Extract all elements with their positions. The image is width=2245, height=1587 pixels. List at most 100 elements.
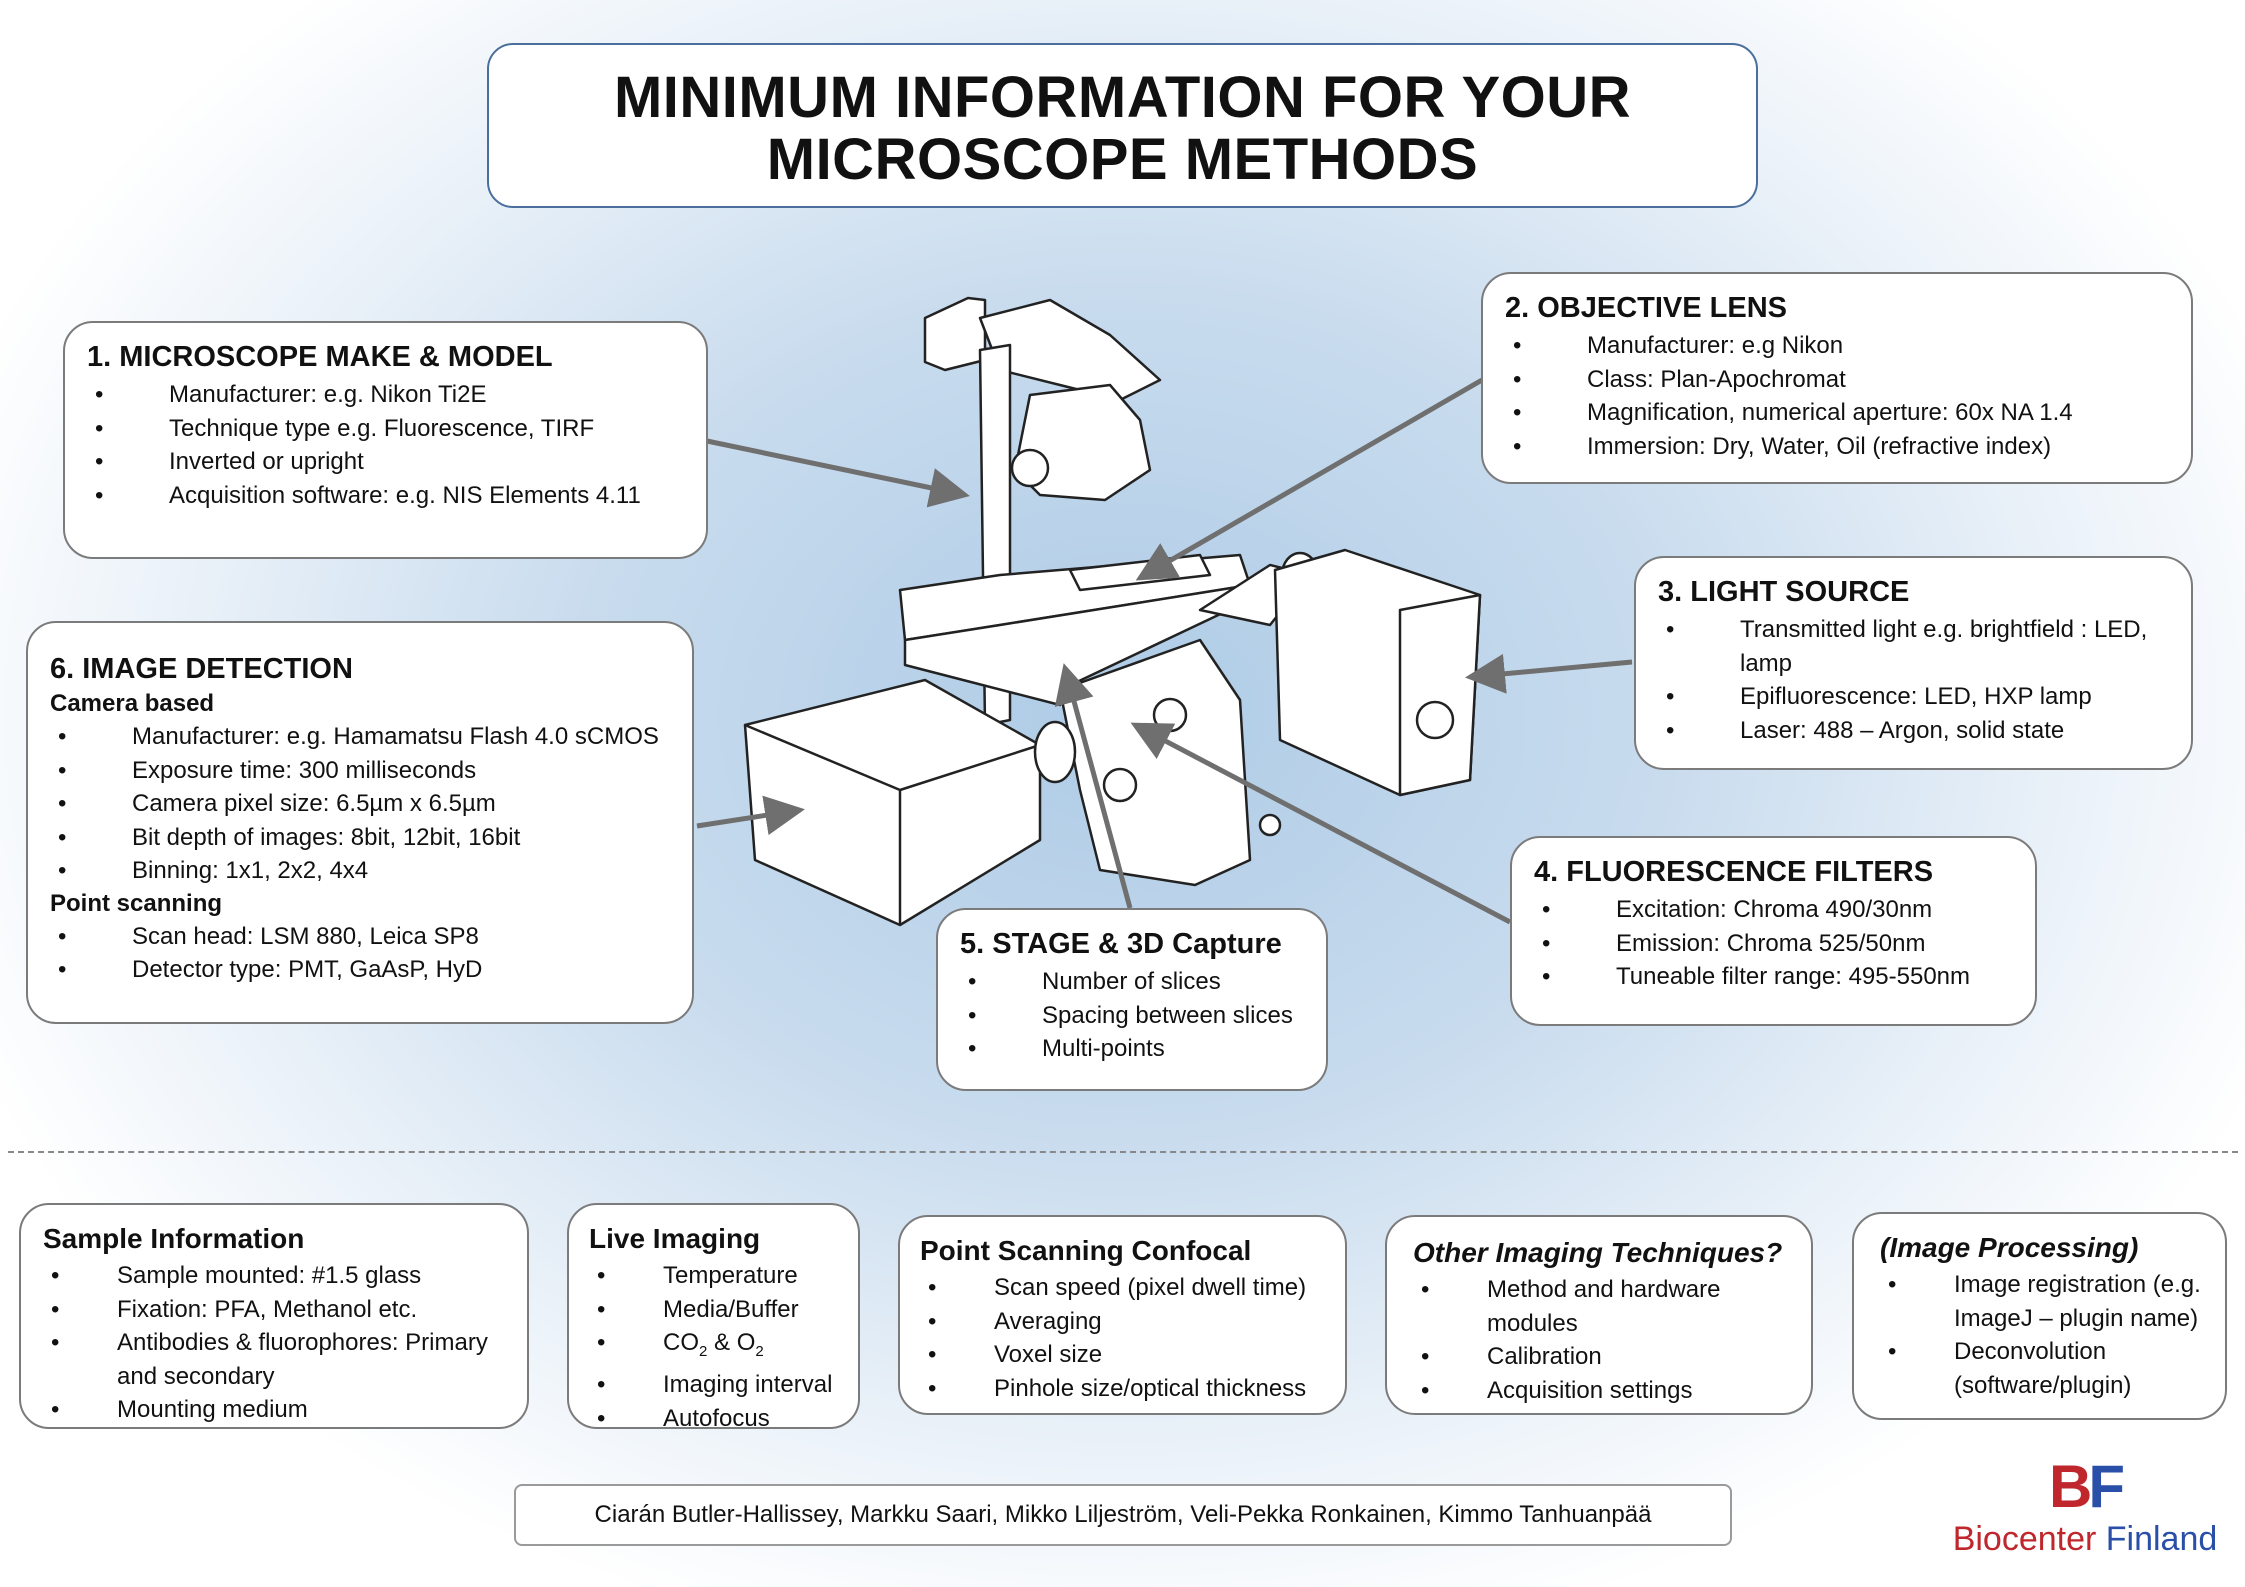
filters-list: Excitation: Chroma 490/30nm Emission: Ch…: [1534, 893, 2013, 994]
list-item: Temperature: [589, 1259, 836, 1293]
list-item: Media/Buffer: [589, 1293, 836, 1327]
live-imaging-box: Live Imaging Temperature Media/Buffer CO…: [567, 1203, 860, 1435]
list-item: Immersion: Dry, Water, Oil (refractive i…: [1505, 430, 2169, 464]
list-item: Acquisition settings: [1413, 1374, 1789, 1408]
list-item: Bit depth of images: 8bit, 12bit, 16bit: [50, 821, 670, 855]
lamp-house-side: [1398, 593, 1482, 797]
list-item: Class: Plan-Apochromat: [1505, 363, 2169, 397]
title-line-1: MINIMUM INFORMATION FOR YOUR: [613, 65, 1632, 130]
list-item: Imaging interval: [589, 1368, 836, 1402]
title-box: MINIMUM INFORMATION FOR YOUR MICROSCOPE …: [487, 43, 1758, 208]
list-item: Exposure time: 300 milliseconds: [50, 754, 670, 788]
objective-list: Manufacturer: e.g Nikon Class: Plan-Apoc…: [1505, 329, 2169, 463]
focus-knob-2: [1152, 697, 1188, 733]
other-techniques-list: Method and hardware modules Calibration …: [1413, 1273, 1789, 1407]
light-source-box: 3. LIGHT SOURCE Transmitted light e.g. b…: [1634, 556, 2193, 770]
list-item: Transmitted light e.g. brightfield : LED…: [1658, 613, 2177, 680]
image-processing-list: Image registration (e.g. ImageJ – plugin…: [1880, 1268, 2213, 1402]
list-item: Scan speed (pixel dwell time): [920, 1271, 1323, 1305]
detection-heading: 6. IMAGE DETECTION: [50, 653, 353, 685]
list-item: Excitation: Chroma 490/30nm: [1534, 893, 2013, 927]
list-item: Spacing between slices: [960, 999, 1304, 1033]
list-item-gases: CO2 & O2: [589, 1326, 836, 1368]
arrow-stage: [1054, 663, 1133, 909]
make-model-list: Manufacturer: e.g. Nikon Ti2E Technique …: [87, 378, 684, 512]
filters-box: 4. FLUORESCENCE FILTERS Excitation: Chro…: [1510, 836, 2037, 1026]
camera-mount: [1033, 720, 1077, 784]
list-item: Number of slices: [960, 965, 1304, 999]
focus-knob: [1102, 767, 1138, 803]
biocenter-finland-logo: BF Biocenter Finland: [1940, 1455, 2230, 1559]
camera-subheading: Camera based: [50, 690, 215, 717]
sample-info-list: Sample mounted: #1.5 glass Fixation: PFA…: [43, 1259, 517, 1427]
list-item: Fixation: PFA, Methanol etc.: [43, 1293, 517, 1327]
list-item: Averaging: [920, 1305, 1323, 1339]
list-item: Technique type e.g. Fluorescence, TIRF: [87, 412, 684, 446]
make-model-heading: 1. MICROSCOPE MAKE & MODEL: [87, 341, 553, 373]
list-item: Detector type: PMT, GaAsP, HyD: [50, 953, 670, 987]
list-item: Manufacturer: e.g Nikon: [1505, 329, 2169, 363]
list-item: Multi-points: [960, 1032, 1304, 1066]
confocal-heading: Point Scanning Confocal: [920, 1235, 1252, 1266]
list-item: Manufacturer: e.g. Hamamatsu Flash 4.0 s…: [50, 720, 670, 754]
list-item: Pinhole size/optical thickness: [920, 1372, 1323, 1406]
lamp-knob: [1415, 700, 1455, 740]
list-item: Autofocus: [589, 1402, 836, 1436]
sample-info-box: Sample Information Sample mounted: #1.5 …: [19, 1203, 529, 1429]
list-item: Voxel size: [920, 1338, 1323, 1372]
live-imaging-heading: Live Imaging: [589, 1223, 761, 1254]
list-item: Binning: 1x1, 2x2, 4x4: [50, 854, 670, 888]
list-item: Laser: 488 – Argon, solid state: [1658, 714, 2177, 748]
list-item: Image registration (e.g. ImageJ – plugin…: [1880, 1268, 2213, 1335]
sample-info-heading: Sample Information: [43, 1223, 305, 1254]
objective-box: 2. OBJECTIVE LENS Manufacturer: e.g Niko…: [1481, 272, 2193, 484]
stage-front: [903, 583, 1252, 707]
arrow-detection: [696, 795, 805, 836]
list-item: Emission: Chroma 525/50nm: [1534, 927, 2013, 961]
image-processing-box: (Image Processing) Image registration (e…: [1852, 1212, 2227, 1420]
stage-heading: 5. STAGE & 3D Capture: [960, 928, 1282, 960]
title-line-2: MICROSCOPE METHODS: [766, 127, 1479, 192]
scan-list: Scan head: LSM 880, Leica SP8 Detector t…: [50, 920, 670, 987]
scan-subheading: Point scanning: [50, 889, 223, 917]
bf-logo-mark: BF: [2049, 1453, 2125, 1520]
condenser-knob: [1010, 448, 1050, 488]
camera-shape: [743, 678, 1042, 927]
credits-box: Ciarán Butler-Hallissey, Markku Saari, M…: [514, 1484, 1732, 1546]
arrow-make-model: [706, 438, 970, 508]
light-source-heading: 3. LIGHT SOURCE: [1658, 576, 1910, 608]
list-item: Tuneable filter range: 495-550nm: [1534, 960, 2013, 994]
list-item: Epifluorescence: LED, HXP lamp: [1658, 680, 2177, 714]
live-imaging-list: Temperature Media/Buffer CO2 & O2 Imagin…: [589, 1259, 836, 1435]
image-processing-heading: (Image Processing): [1880, 1232, 2139, 1263]
list-item: Camera pixel size: 6.5µm x 6.5µm: [50, 787, 670, 821]
list-item: Method and hardware modules: [1413, 1273, 1789, 1340]
make-model-box: 1. MICROSCOPE MAKE & MODEL Manufacturer:…: [63, 321, 708, 559]
list-item: Magnification, numerical aperture: 60x N…: [1505, 396, 2169, 430]
other-techniques-heading: Other Imaging Techniques?: [1413, 1237, 1783, 1268]
section-divider: [8, 1151, 2238, 1153]
arrow-filters: [1130, 722, 1512, 925]
light-source-list: Transmitted light e.g. brightfield : LED…: [1658, 613, 2177, 747]
logo-name: Biocenter Finland: [1952, 1520, 2218, 1558]
list-item: Sample mounted: #1.5 glass: [43, 1259, 517, 1293]
objective-heading: 2. OBJECTIVE LENS: [1505, 292, 1788, 324]
list-item: Manufacturer: e.g. Nikon Ti2E: [87, 378, 684, 412]
list-item: Antibodies & fluorophores: Primary and s…: [43, 1326, 517, 1393]
detection-box: 6. IMAGE DETECTION Camera based Manufact…: [26, 621, 694, 1024]
filters-heading: 4. FLUORESCENCE FILTERS: [1534, 856, 1934, 888]
stage-box: 5. STAGE & 3D Capture Number of slices S…: [936, 908, 1328, 1091]
stage-list: Number of slices Spacing between slices …: [960, 965, 1304, 1066]
confocal-box: Point Scanning Confocal Scan speed (pixe…: [898, 1215, 1347, 1415]
page-title: MINIMUM INFORMATION FOR YOUR MICROSCOPE …: [489, 67, 1756, 191]
list-item: Deconvolution (software/plugin): [1880, 1335, 2213, 1402]
knob-small: [1258, 813, 1282, 837]
arrow-light-source: [1465, 653, 1633, 694]
camera-list: Manufacturer: e.g. Hamamatsu Flash 4.0 s…: [50, 720, 670, 888]
arrow-objective: [1135, 377, 1484, 581]
list-item: Inverted or upright: [87, 445, 684, 479]
confocal-list: Scan speed (pixel dwell time) Averaging …: [920, 1271, 1323, 1405]
list-item: Calibration: [1413, 1340, 1789, 1374]
list-item: Scan head: LSM 880, Leica SP8: [50, 920, 670, 954]
